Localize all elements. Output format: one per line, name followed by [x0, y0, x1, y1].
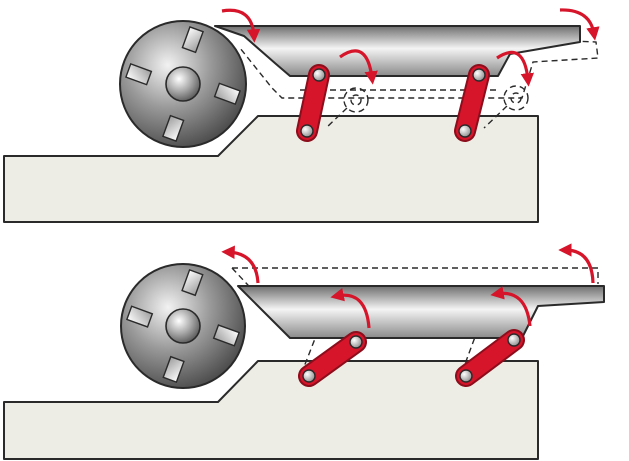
- parallelogram-link-icon: [298, 331, 367, 387]
- cutter-head: [119, 20, 247, 148]
- cutter-blades: [125, 26, 241, 142]
- machine-base: [3, 360, 539, 460]
- rotation-arrow-icon: [221, 243, 595, 329]
- cutter-head: [120, 263, 246, 389]
- planer-table-icon: [214, 25, 581, 77]
- cutter-hub: [165, 66, 201, 102]
- parallelogram-link-icon: [454, 64, 490, 142]
- parallelogram-link-icon: [296, 64, 330, 142]
- panel-table-raised: [3, 243, 605, 460]
- planer-table-icon: [237, 285, 605, 339]
- rotation-arrow-icon: [221, 8, 600, 87]
- cutter-hub: [165, 308, 201, 344]
- parallelogram-link-icon: [455, 329, 525, 387]
- cutter-blades: [125, 268, 241, 384]
- panel-table-lowered: [3, 8, 600, 223]
- machine-base: [3, 115, 539, 223]
